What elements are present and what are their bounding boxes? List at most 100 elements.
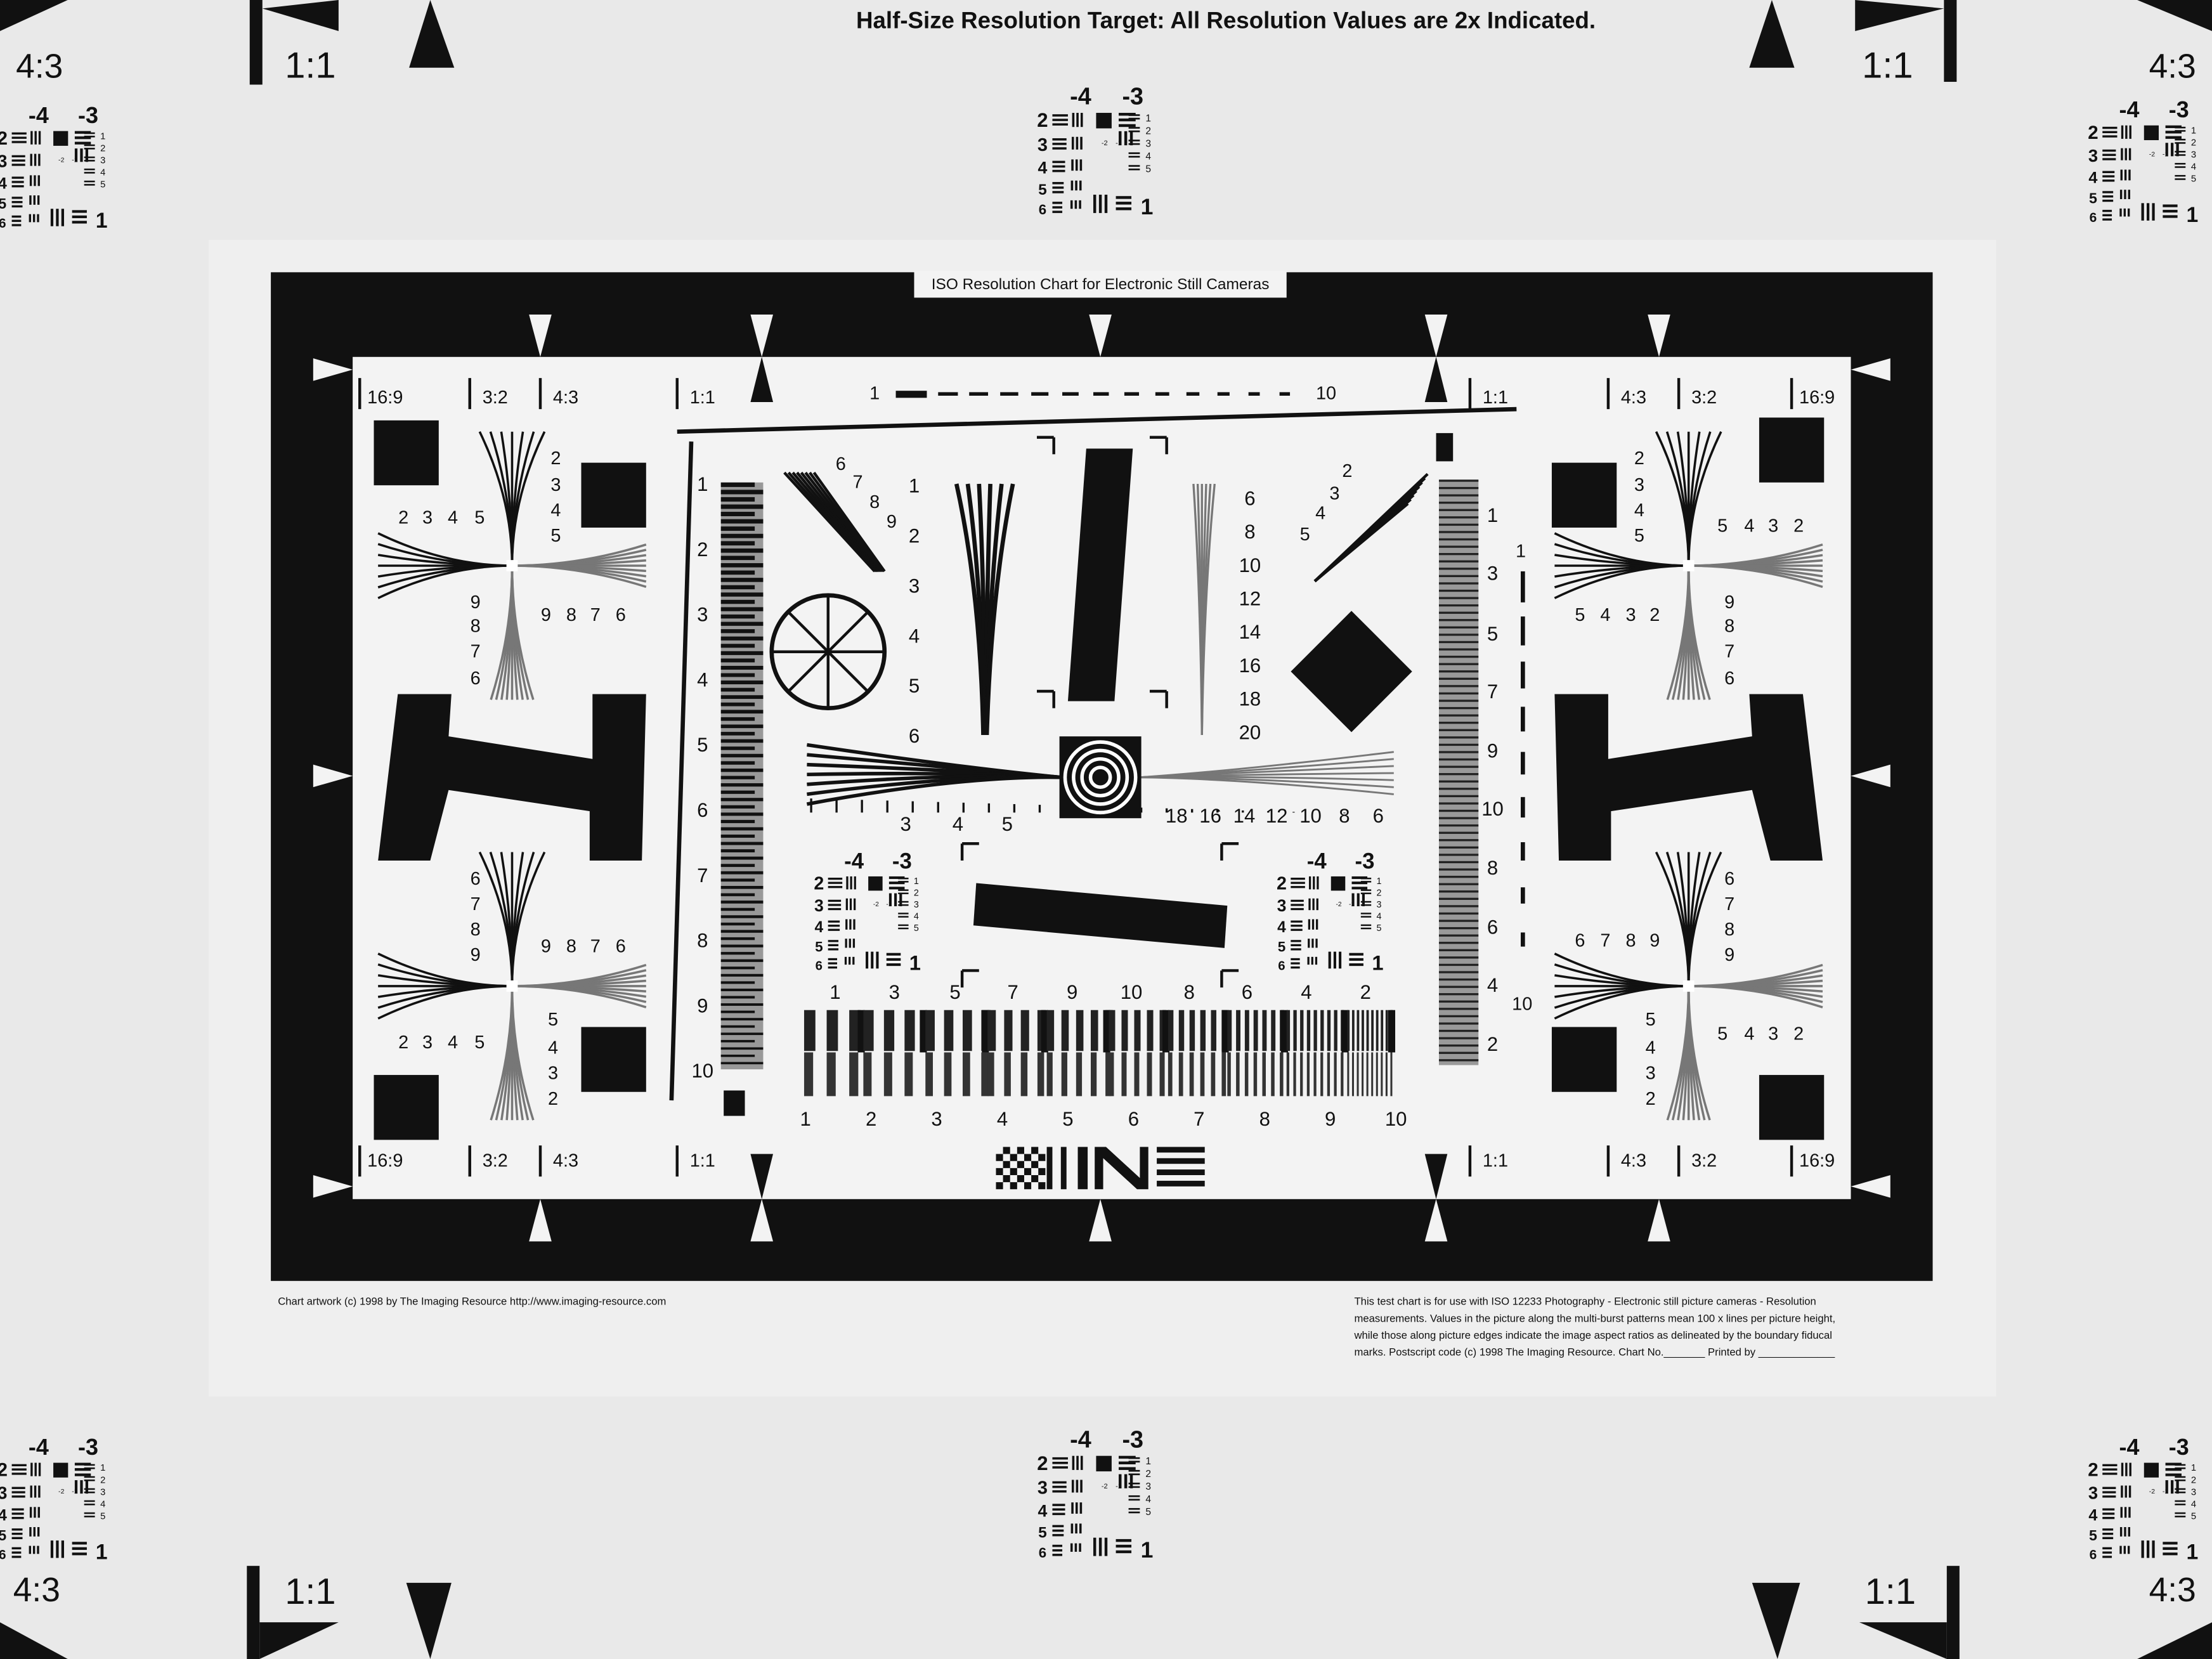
dash-bar [1521, 616, 1525, 646]
horizontal-wedge-label: 8 [1339, 805, 1350, 827]
mini-target-bar [2175, 1512, 2186, 1514]
checker-square [1010, 1182, 1017, 1190]
mini-target-bar [2123, 1545, 2126, 1554]
mini-target-label: 5 [2191, 1511, 2196, 1521]
star-label: 9 [1724, 945, 1734, 965]
mini-target-bar [1075, 1502, 1078, 1514]
burst-line [720, 901, 764, 904]
burst-line [1109, 1010, 1116, 1051]
mini-target-bar [2102, 158, 2116, 160]
mini-target-bar [29, 1545, 32, 1554]
mini-target-label: 2 [1145, 1469, 1151, 1480]
mini-target-bar [11, 1473, 27, 1475]
burst-line [1211, 1052, 1216, 1096]
mini-target-bar [853, 919, 856, 930]
mini-target-bar [1079, 200, 1081, 209]
burst-line [1334, 1010, 1337, 1051]
mini-target-label: -4 [844, 850, 864, 874]
mini-target-label: 5 [914, 923, 919, 934]
mini-target-bar [38, 153, 41, 166]
burst-line [1262, 1010, 1267, 1051]
star-label: 4 [1634, 500, 1644, 521]
burst-line [1371, 1010, 1374, 1051]
fiducial-triangle [313, 358, 353, 381]
burst-line [1438, 920, 1479, 922]
burst-line [1236, 1052, 1240, 1096]
mini-target-bar [828, 948, 839, 951]
burst-line [1385, 1052, 1388, 1096]
checker-square [1038, 1182, 1046, 1190]
mini-target-bar [2165, 1468, 2182, 1471]
mini-target-label: 3 [100, 1487, 105, 1497]
mini-target-label: 4 [100, 1499, 105, 1509]
mini-target-bar [2163, 1547, 2178, 1550]
mini-target-bar [1291, 940, 1301, 942]
mini-target-label: -4 [29, 102, 49, 128]
mini-target-bar [1070, 1543, 1073, 1552]
burst-line [720, 988, 764, 991]
burst-line [1438, 905, 1479, 908]
fiducial-bar [1944, 0, 1957, 82]
burst-line [1351, 1052, 1354, 1096]
mini-target-bar [2128, 1527, 2131, 1537]
mini-target-bar [1328, 951, 1331, 969]
mini-target-bar [34, 1507, 36, 1518]
mini-target-bar [1070, 200, 1073, 209]
scale-dash [1062, 392, 1079, 396]
mini-target-bar [1096, 112, 1112, 129]
multiburst-label: 5 [949, 981, 960, 1003]
checker-square [1024, 1154, 1032, 1161]
mini-target-bar [850, 876, 852, 890]
mini-target-bar [34, 1462, 37, 1476]
burst-line [1438, 685, 1479, 687]
mini-target-bar [1291, 904, 1304, 906]
burst-separator [1280, 1010, 1288, 1053]
star-label: 6 [1724, 668, 1734, 689]
mini-target-bar [72, 215, 87, 219]
fan-label: 3 [1329, 483, 1339, 504]
footer-note-line: This test chart is for use with ISO 1223… [1355, 1296, 1816, 1308]
mini-target-bar [1052, 1508, 1065, 1511]
checker-square [1024, 1168, 1032, 1175]
mini-target-bar [898, 924, 909, 927]
burst-line [863, 1010, 874, 1051]
mini-target-bar [1119, 124, 1136, 127]
fan-line [1688, 985, 1823, 1008]
burst-line [863, 1052, 872, 1096]
burst-line [1438, 743, 1479, 746]
mini-target-bar [2102, 1508, 2115, 1511]
mini-target-bar [1119, 1461, 1136, 1465]
mini-target-bar [29, 1527, 32, 1537]
mini-target-label: 3 [1038, 135, 1048, 155]
mini-target-bar [1307, 956, 1310, 965]
mini-target-bar [74, 1468, 91, 1471]
burst-line [1438, 641, 1479, 644]
mini-target-label: -2 [58, 1488, 65, 1495]
burst-line [720, 512, 755, 516]
mini-target-bar [1360, 892, 1372, 894]
mini-target-bar [1315, 956, 1318, 965]
fiducial-triangle [529, 1199, 552, 1242]
mini-target-bar [1071, 159, 1074, 171]
mini-target-bar [898, 881, 909, 883]
mini-target-label: -2 [873, 901, 879, 908]
mini-target-bar [1128, 130, 1140, 133]
mini-target-bar [1360, 924, 1372, 927]
mini-target-bar [1052, 1466, 1068, 1469]
checker-square [1038, 1168, 1046, 1175]
wedge-label: 20 [1239, 721, 1261, 743]
mini-target-bar [84, 184, 95, 186]
mini-target-bar [2102, 214, 2112, 217]
burst-line [1347, 1052, 1350, 1096]
mini-target-bar [1052, 1485, 1067, 1488]
burst-separator [1162, 1010, 1170, 1053]
center-ring [1080, 757, 1121, 798]
mini-target-bar [1074, 1543, 1077, 1552]
burst-line [1341, 1052, 1344, 1096]
star-label: 4 [548, 1038, 558, 1058]
burst-separator [920, 1010, 927, 1053]
wedge-label: 16 [1239, 654, 1261, 677]
mini-target-bar [84, 1467, 95, 1469]
mini-target-bar [84, 1512, 95, 1514]
mini-target-bar [876, 951, 879, 969]
